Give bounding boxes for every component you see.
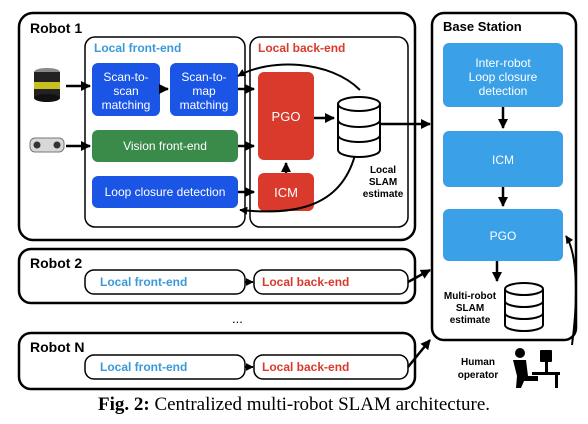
robot1-panel: Robot 1 Local front-end Local back-end S… [17, 11, 431, 242]
human-operator-line1: Human [461, 357, 495, 368]
vision-front-end-box [92, 130, 238, 162]
robot2-title: Robot 2 [30, 255, 82, 271]
robotN-title: Robot N [30, 339, 84, 355]
local-back-end-group [249, 36, 409, 228]
scan-to-map-matching-box [170, 63, 238, 116]
robot1-title: Robot 1 [30, 20, 82, 36]
local-slam-estimate-line3: estimate [363, 189, 404, 200]
robot1-icm-label: ICM [274, 185, 298, 200]
scan-to-scan-line1: Scan-to- [103, 70, 148, 84]
scan-to-map-line1: Scan-to- [181, 70, 226, 84]
scan-to-map-line2: map [192, 84, 216, 98]
inter-robot-loop-closure-box [443, 43, 563, 107]
robot2-front-end-label: Local front-end [100, 275, 187, 289]
figure-caption: Fig. 2: Centralized multi-robot SLAM arc… [0, 394, 588, 416]
robot2-panel: Robot 2 Local front-end Local back-end [17, 247, 431, 305]
robots-ellipsis: ... [232, 311, 243, 326]
local-slam-estimate-line1: Local [370, 165, 396, 176]
robot1-pgo-box [258, 72, 314, 160]
multi-robot-estimate-line1: Multi-robot [444, 291, 497, 302]
base-station-title: Base Station [443, 19, 522, 34]
figure-caption-text: Centralized multi-robot SLAM architectur… [154, 394, 491, 415]
scan-to-map-line3: matching [180, 98, 229, 112]
robotN-front-end-label: Local front-end [100, 360, 187, 374]
multi-robot-estimate-line3: estimate [450, 315, 491, 326]
robot1-pgo-label: PGO [272, 109, 301, 124]
base-station-pgo-label: PGO [490, 229, 517, 243]
human-operator-icon [513, 348, 560, 388]
base-station-icm-box [443, 131, 563, 187]
robotN-back-end-label: Local back-end [262, 360, 349, 374]
local-front-end-group [84, 36, 246, 228]
stereo-camera-icon [29, 137, 65, 153]
robotN-panel: Robot N Local front-end Local back-end [17, 331, 431, 391]
multi-robot-estimate-line2: SLAM [456, 303, 484, 314]
local-front-end-title: Local front-end [94, 41, 181, 55]
local-back-end-title: Local back-end [258, 41, 345, 55]
base-station-pgo-box [443, 209, 563, 261]
database-icon [337, 96, 381, 158]
inter-robot-loop-closure-line1: Inter-robot [475, 56, 531, 70]
loop-closure-detection-box [92, 176, 238, 208]
scan-to-scan-line3: matching [102, 98, 151, 112]
robot1-icm-box [258, 173, 314, 211]
figure-caption-label: Fig. 2: [97, 394, 150, 415]
scan-to-scan-matching-box [92, 63, 160, 116]
base-station-icm-label: ICM [492, 153, 514, 167]
vision-front-end-label: Vision front-end [123, 139, 207, 153]
base-station-panel: Base Station Inter-robot Loop closure de… [430, 11, 578, 346]
inter-robot-loop-closure-line2: Loop closure [469, 70, 538, 84]
database-icon [504, 282, 544, 332]
local-slam-estimate-line2: SLAM [369, 177, 397, 188]
inter-robot-loop-closure-line3: detection [479, 84, 528, 98]
loop-closure-detection-label: Loop closure detection [105, 185, 226, 199]
scan-to-scan-line2: scan [113, 84, 138, 98]
lidar-sensor-icon [34, 68, 60, 102]
human-operator-line2: operator [458, 370, 499, 381]
robot2-back-end-label: Local back-end [262, 275, 349, 289]
